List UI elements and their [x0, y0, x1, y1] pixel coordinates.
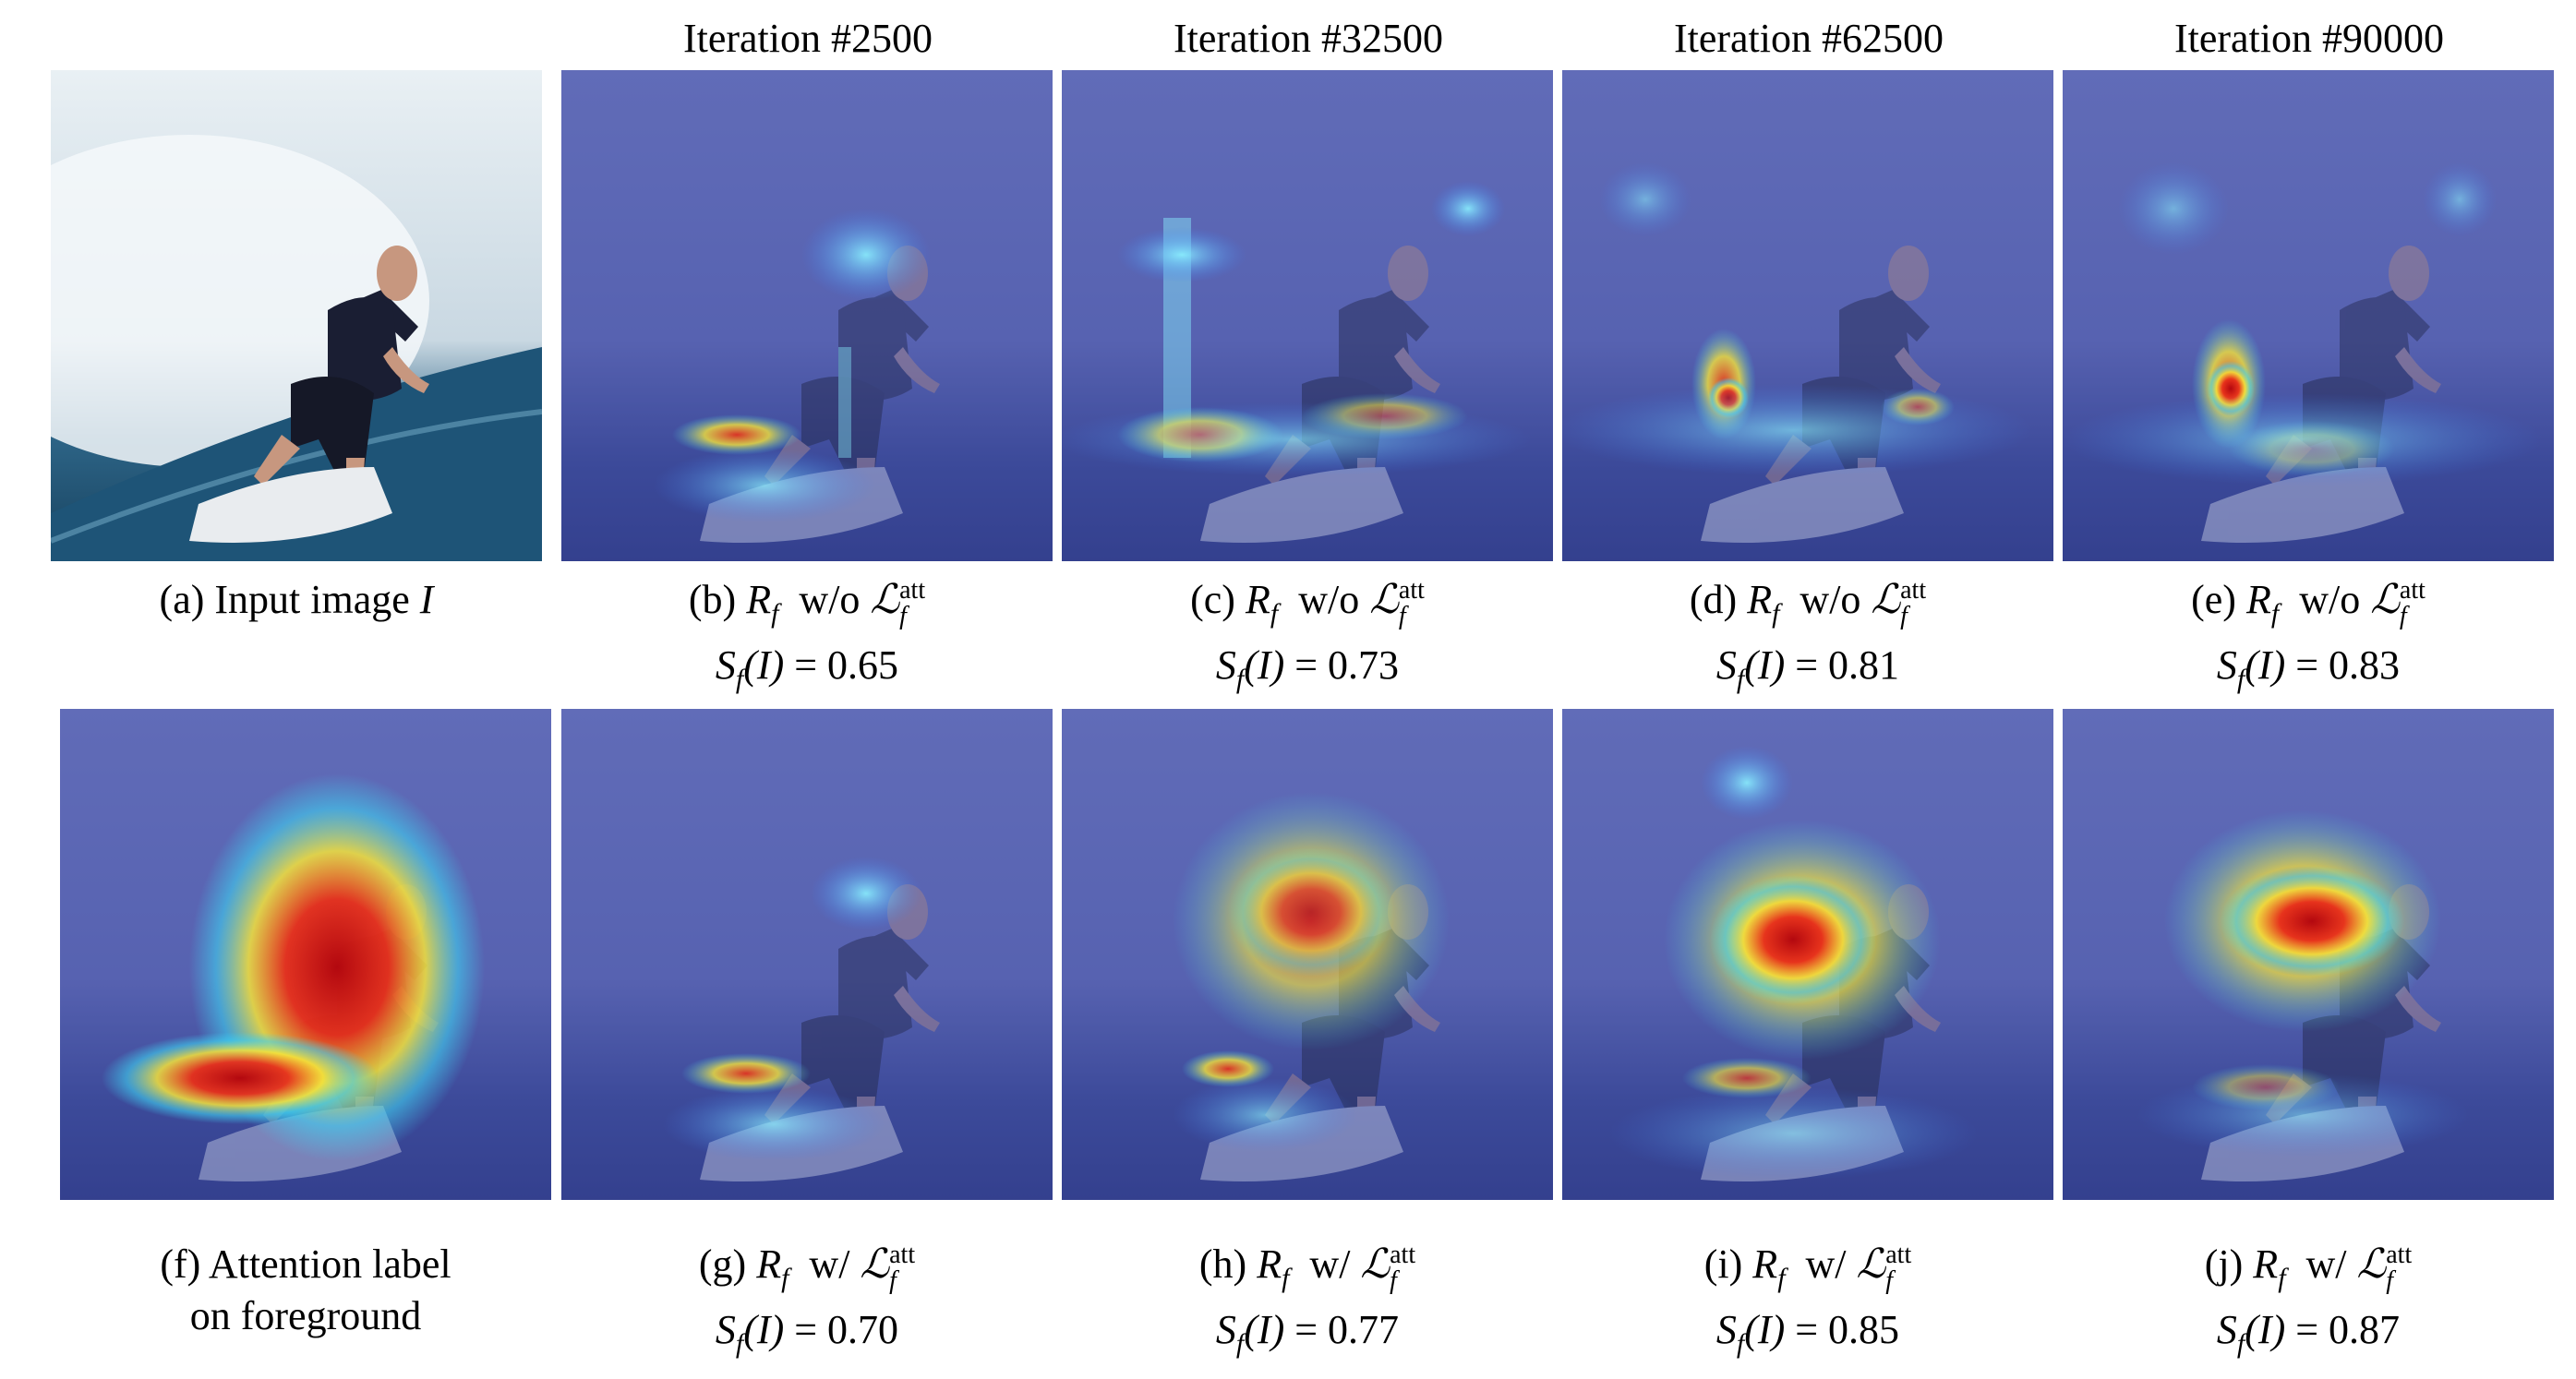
heatmap-panel-d [1562, 70, 2053, 561]
heatmap-panel-e [2063, 70, 2554, 561]
caption-a: (a) Input image I [159, 577, 434, 622]
column-header-iter-2500: Iteration #2500 [682, 16, 933, 61]
caption-f: (f) Attention label on foreground [160, 1241, 451, 1338]
attention-label-panel [60, 709, 551, 1200]
heatmap-panel-h [1062, 709, 1553, 1200]
heatmap-panel-g [561, 709, 1053, 1200]
input-image-panel [51, 70, 542, 561]
column-header-iter-90000: Iteration #90000 [2173, 16, 2445, 61]
heatmap-panel-i [1562, 709, 2053, 1200]
heatmap-panel-b [561, 70, 1053, 561]
heatmap-panel-c [1062, 70, 1553, 561]
heatmap-panel-j [2063, 709, 2554, 1200]
column-header-iter-32500: Iteration #32500 [1173, 16, 1444, 61]
column-header-iter-62500: Iteration #62500 [1673, 16, 1944, 61]
